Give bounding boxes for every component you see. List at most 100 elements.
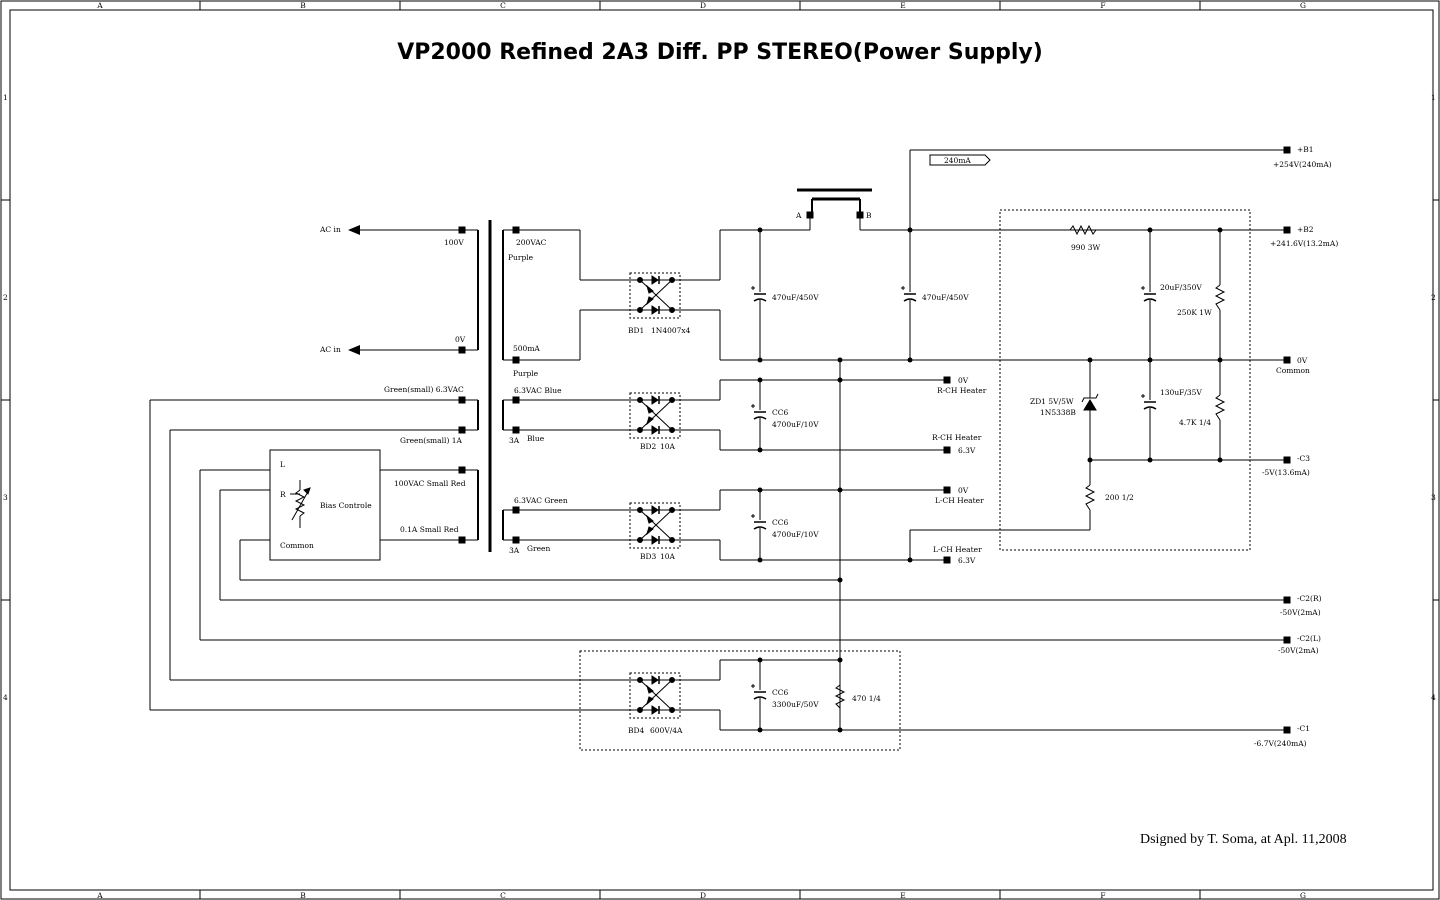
col-label: C bbox=[500, 1, 506, 10]
l-heater-label: L-CH Heater bbox=[933, 545, 982, 554]
zener-part: 1N5338B bbox=[1040, 408, 1076, 417]
col-label: F bbox=[1100, 1, 1105, 10]
col-label: C bbox=[500, 891, 506, 900]
col-label: G bbox=[1300, 891, 1306, 900]
row-label: 3 bbox=[1431, 493, 1436, 502]
choke bbox=[797, 188, 872, 213]
col-label: E bbox=[900, 891, 905, 900]
capacitor-icon bbox=[1140, 393, 1157, 410]
heater-l-color-label: Green bbox=[527, 544, 550, 553]
output-c2l-name: -C2(L) bbox=[1297, 634, 1321, 643]
row-label: 1 bbox=[3, 93, 8, 102]
cap-cc6-l-value: 4700uF/10V bbox=[772, 530, 819, 539]
cap-c3-label: 20uF/350V bbox=[1160, 283, 1202, 292]
bridge-bd4 bbox=[629, 672, 681, 719]
bias-control-label: Bias Controle bbox=[320, 501, 372, 510]
bridge-diodes-bd4-icon bbox=[636, 675, 676, 715]
output-b1-value: +254V(240mA) bbox=[1273, 160, 1332, 169]
cap-c2-label: 470uF/450V bbox=[922, 293, 969, 302]
heater-l-current-label: 3A bbox=[509, 546, 520, 555]
bias-l-label: L bbox=[280, 460, 285, 469]
bd4-spec: 600V/4A bbox=[650, 726, 683, 735]
resistor-icon bbox=[834, 684, 846, 709]
capacitor-icon bbox=[900, 285, 917, 302]
resistor-icon bbox=[1084, 484, 1096, 511]
capacitor-icon bbox=[750, 683, 767, 700]
r-heater-label: R-CH Heater bbox=[937, 386, 987, 395]
transformer-windings bbox=[477, 230, 504, 540]
resistor-icon bbox=[1214, 394, 1226, 421]
green-small-voltage-label: Green(small) 6.3VAC bbox=[384, 385, 464, 394]
junction-dots bbox=[757, 227, 1223, 733]
bd1-name: BD1 bbox=[628, 326, 644, 335]
regulator-dashed-box bbox=[999, 209, 1251, 551]
bias-winding-voltage-label: 100VAC Small Red bbox=[394, 479, 466, 488]
choke-a-label: A bbox=[795, 211, 802, 220]
tap-0v-label: 0V bbox=[455, 335, 466, 344]
wires bbox=[149, 149, 1287, 731]
output-c2r-value: -50V(2mA) bbox=[1280, 608, 1321, 617]
output-c3-name: -C3 bbox=[1297, 454, 1310, 463]
l-heater-6v3-label: 6.3V bbox=[958, 556, 976, 565]
capacitor-icon bbox=[750, 285, 767, 302]
row-label: 4 bbox=[1431, 693, 1436, 702]
heater-r-current-label: 3A bbox=[509, 436, 520, 445]
r-heater-6v3-label: 6.3V bbox=[958, 446, 976, 455]
hv-current-label: 500mA bbox=[513, 344, 540, 353]
col-label: A bbox=[96, 1, 103, 10]
bd2-name: BD2 bbox=[640, 442, 657, 451]
current-tag-icon bbox=[929, 154, 991, 166]
output-c2l-value: -50V(2mA) bbox=[1278, 646, 1319, 655]
terminals bbox=[458, 146, 1291, 734]
output-b2-name: +B2 bbox=[1297, 225, 1314, 234]
resistor-r3-label: 4.7K 1/4 bbox=[1179, 418, 1211, 427]
resistor-r5-label: 470 1/4 bbox=[852, 694, 881, 703]
inner-border bbox=[9, 9, 1434, 891]
output-0v-name: 0V bbox=[1297, 356, 1308, 365]
heater-l-voltage-label: 6.3VAC Green bbox=[514, 496, 568, 505]
bridge-diodes-bd3-icon bbox=[636, 505, 676, 545]
r-heater-0v-label: 0V bbox=[958, 376, 969, 385]
output-c1-value: -6.7V(240mA) bbox=[1254, 739, 1307, 748]
heater-r-voltage-label: 6.3VAC Blue bbox=[514, 386, 562, 395]
capacitor-icon bbox=[750, 513, 767, 530]
col-label: F bbox=[1100, 891, 1105, 900]
row-label: 1 bbox=[1431, 93, 1436, 102]
arrow-left-icon bbox=[348, 345, 360, 355]
bd3-spec: 10A bbox=[660, 552, 676, 561]
hv-voltage-label: 200VAC bbox=[516, 238, 547, 247]
col-label: E bbox=[900, 1, 905, 10]
resistor-r2-label: 250K 1W bbox=[1177, 308, 1212, 317]
choke-b-label: B bbox=[866, 211, 872, 220]
arrow-left-icon bbox=[348, 225, 360, 235]
bias-supply-dashed-box bbox=[579, 650, 901, 751]
row-label: 2 bbox=[1431, 293, 1436, 302]
col-label: D bbox=[700, 1, 706, 10]
tap-100v-label: 100V bbox=[444, 238, 464, 247]
hv-color-label: Purple bbox=[508, 253, 534, 262]
bias-r-label: R bbox=[280, 490, 286, 499]
resistor-icon bbox=[1214, 284, 1226, 311]
output-0v-value: Common bbox=[1276, 366, 1310, 375]
ac-in-label: AC in bbox=[319, 345, 341, 354]
ac-in-label: AC in bbox=[319, 225, 341, 234]
border-labels: A B C D E F G A B C D E F G 1 2 3 4 1 2 … bbox=[3, 1, 1436, 900]
cap-cc6-bias-value: 3300uF/50V bbox=[772, 700, 819, 709]
bias-common-label: Common bbox=[280, 541, 314, 550]
bias-control-box bbox=[269, 449, 381, 561]
output-b2-value: +241.6V(13.2mA) bbox=[1270, 239, 1338, 248]
cap-cc6-l-name: CC6 bbox=[772, 518, 788, 527]
resistor-r1-label: 990 3W bbox=[1071, 243, 1100, 252]
cap-c1-label: 470uF/450V bbox=[772, 293, 819, 302]
resistor-icon bbox=[1069, 224, 1097, 236]
schematic-title: VP2000 Refined 2A3 Diff. PP STEREO(Power… bbox=[397, 40, 1043, 65]
bias-potentiometer-icon bbox=[290, 480, 311, 528]
output-c3-value: -5V(13.6mA) bbox=[1262, 468, 1310, 477]
row-label: 3 bbox=[3, 493, 8, 502]
designer-credit: Dsigned by T. Soma, at Apl. 11,2008 bbox=[1140, 832, 1347, 847]
cap-cc6-bias-name: CC6 bbox=[772, 688, 788, 697]
l-heater-0v-label: 0V bbox=[958, 486, 969, 495]
bridge-bd3 bbox=[629, 502, 681, 549]
